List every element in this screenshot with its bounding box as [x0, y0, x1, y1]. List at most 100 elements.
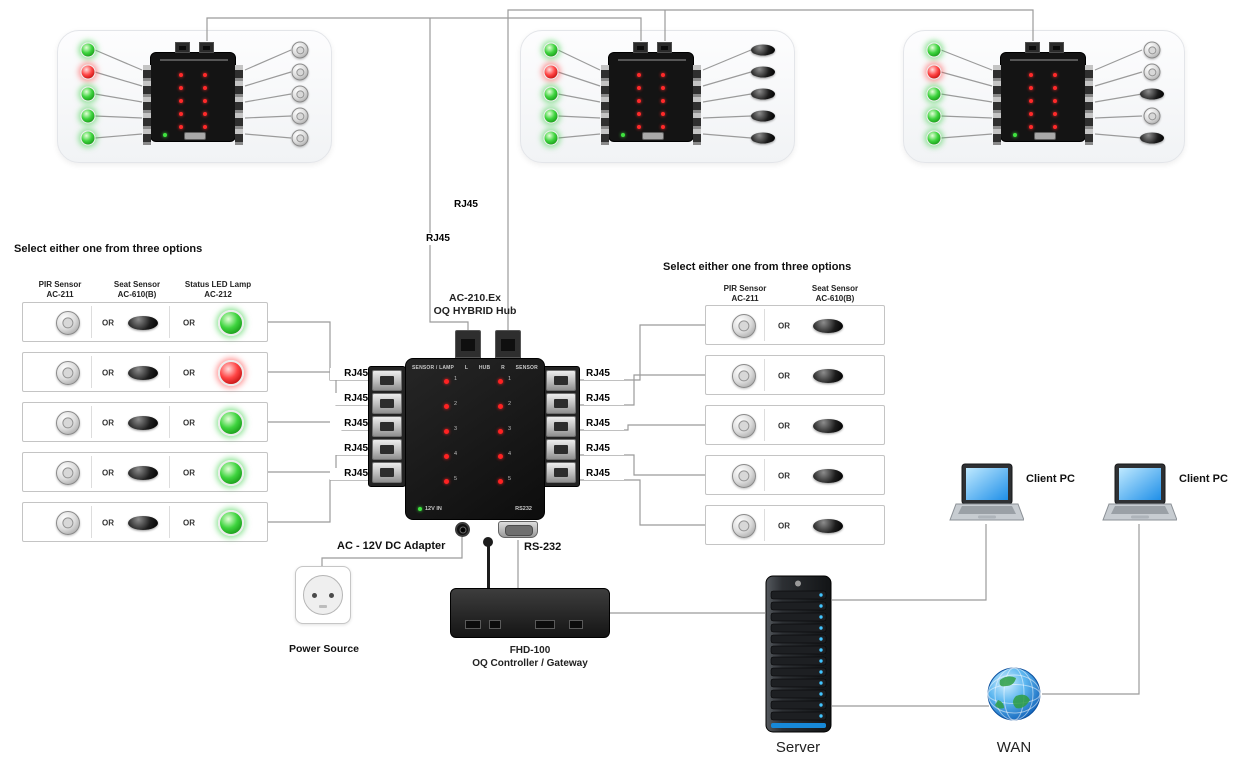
- serial-port-icon: [642, 132, 664, 140]
- or-label: OR: [182, 468, 196, 478]
- or-label: OR: [182, 518, 196, 528]
- led-indicator: [80, 64, 96, 80]
- port-led: [203, 112, 207, 116]
- port-number: 1: [454, 376, 458, 382]
- rj45-jack-icon: [372, 393, 402, 414]
- server-icon: [765, 575, 832, 733]
- adapter-label: AC - 12V DC Adapter: [337, 540, 446, 552]
- seat-sensor-icon: [813, 369, 843, 383]
- column-header-line: AC-211: [731, 294, 759, 303]
- pir-sensor-icon: [56, 461, 80, 485]
- rs232-label: RS-232: [524, 541, 562, 553]
- antenna-tip-icon: [483, 537, 493, 547]
- status-led-lamp-icon: [218, 410, 244, 436]
- hub-panel-label: R: [501, 365, 505, 371]
- sensor-icon: [291, 85, 309, 103]
- port-led: [498, 404, 503, 409]
- led-indicator: [543, 64, 559, 80]
- port-led: [637, 73, 641, 77]
- pir-sensor-icon: [732, 314, 756, 338]
- seat-sensor-icon: [128, 316, 158, 330]
- uplink-port-icon: [175, 42, 190, 53]
- rj45-label: RJ45: [424, 233, 452, 245]
- port-led: [203, 86, 207, 90]
- controller-name: FHD-100: [509, 645, 551, 656]
- sensor-icon: [1143, 63, 1161, 81]
- port-number: 3: [508, 426, 512, 432]
- port-led: [661, 125, 665, 129]
- dc-jack-icon: [455, 522, 470, 537]
- port-number: 5: [508, 476, 512, 482]
- rj45-label: RJ45: [584, 468, 624, 480]
- seat-sensor-icon: [813, 469, 843, 483]
- port-led: [661, 99, 665, 103]
- hub-uplink-port-r: [495, 330, 521, 358]
- sensor-icon: [291, 107, 309, 125]
- right-panel-title: Select either one from three options: [663, 261, 852, 273]
- or-label: OR: [777, 471, 791, 481]
- seat-sensor-icon: [813, 419, 843, 433]
- divider: [91, 406, 92, 438]
- or-label: OR: [101, 518, 115, 528]
- sensor-cluster-3: [903, 30, 1185, 163]
- controller-port-icon: [465, 620, 481, 629]
- led-indicator: [80, 130, 96, 146]
- port-led: [1053, 99, 1057, 103]
- laptop-icon: [948, 462, 1025, 540]
- led-indicator: [926, 42, 942, 58]
- divider: [764, 359, 765, 391]
- cluster-hub-device: [143, 42, 243, 145]
- port-led: [498, 429, 503, 434]
- divider: [764, 509, 765, 541]
- seat-sensor-icon: [128, 466, 158, 480]
- port-led: [1029, 125, 1033, 129]
- port-number: 5: [454, 476, 458, 482]
- divider: [91, 306, 92, 338]
- port-led: [179, 112, 183, 116]
- sensor-option-row: OR: [705, 405, 885, 445]
- or-label: OR: [777, 521, 791, 531]
- port-led: [498, 454, 503, 459]
- rj45-label: RJ45: [330, 418, 370, 430]
- pir-sensor-icon: [732, 364, 756, 388]
- port-number: 1: [508, 376, 512, 382]
- hub-caption-bar: [618, 59, 686, 61]
- left-panel-title: Select either one from three options: [14, 243, 203, 255]
- port-led: [444, 404, 449, 409]
- port-led: [1029, 86, 1033, 90]
- divider: [91, 356, 92, 388]
- serial-port-icon: [1034, 132, 1056, 140]
- port-led: [661, 73, 665, 77]
- status-led-lamp-icon: [218, 310, 244, 336]
- port-number: 4: [508, 451, 512, 457]
- rj45-jack-icon: [372, 439, 402, 460]
- sensor-option-row: OR OR: [22, 402, 268, 442]
- column-header-seat: Seat Sensor AC-610(B): [791, 284, 879, 304]
- serial-port-icon: [184, 132, 206, 140]
- sensor-icon: [1143, 107, 1161, 125]
- rj45-label: RJ45: [452, 199, 480, 211]
- hub-title-line: AC-210.Ex: [449, 292, 501, 304]
- pir-sensor-icon: [732, 414, 756, 438]
- port-number: 2: [454, 401, 458, 407]
- column-header-pir: PIR Sensor AC-211: [705, 284, 785, 304]
- port-led: [203, 125, 207, 129]
- sensor-option-row: OR: [705, 455, 885, 495]
- seat-sensor-icon: [128, 416, 158, 430]
- port-led: [179, 73, 183, 77]
- power-led-label: 12V IN: [418, 506, 442, 512]
- port-led: [637, 125, 641, 129]
- port-led: [1053, 125, 1057, 129]
- divider: [764, 459, 765, 491]
- port-number: 2: [508, 401, 512, 407]
- divider: [169, 456, 170, 488]
- status-led-lamp-icon: [218, 460, 244, 486]
- sensor-icon: [1143, 41, 1161, 59]
- sensor-icon: [751, 88, 775, 100]
- pir-sensor-icon: [56, 361, 80, 385]
- port-led: [444, 429, 449, 434]
- sensor-option-row: OR: [705, 505, 885, 545]
- wan-globe-icon: [986, 666, 1042, 722]
- sensor-icon: [1140, 88, 1164, 100]
- or-label: OR: [777, 321, 791, 331]
